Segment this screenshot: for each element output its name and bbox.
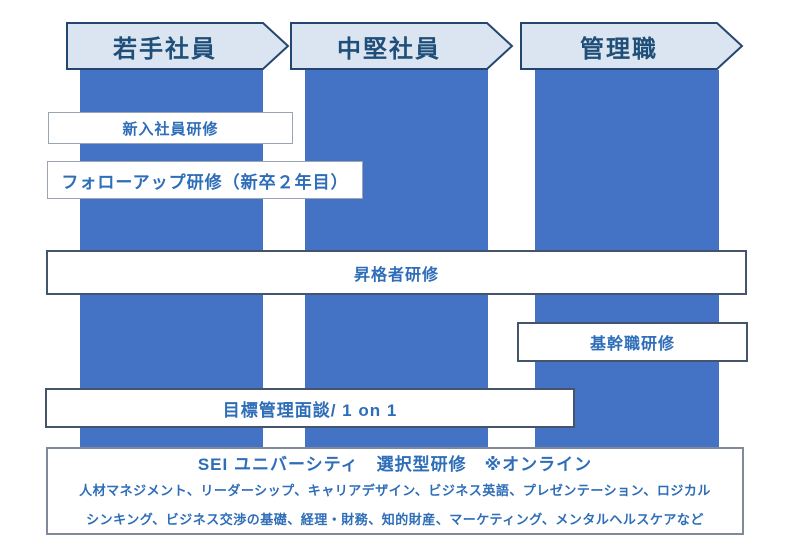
training-label-followup: フォローアップ研修（新卒２年目）	[61, 172, 349, 192]
training-box-goal-interview: 目標管理面談/ 1 on 1	[45, 388, 575, 428]
sei-university-box: SEI ユニバーシティ 選択型研修 ※オンライン 人材マネジメント、リーダーシッ…	[46, 447, 744, 535]
training-box-promotion: 昇格者研修	[46, 250, 747, 295]
training-box-followup: フォローアップ研修（新卒２年目）	[47, 161, 363, 199]
stage-header-chuken: 中堅社員	[290, 22, 514, 70]
stage-header-wakate: 若手社員	[66, 22, 290, 70]
sei-university-course-line-2: シンキング、ビジネス交渉の基礎、経理・財務、知的財産、マーケティング、メンタルヘ…	[86, 511, 704, 527]
training-box-core-position: 基幹職研修	[517, 322, 748, 362]
training-label-goal-interview: 目標管理面談/ 1 on 1	[222, 400, 398, 420]
stage-label-kanri: 管理職	[580, 35, 658, 63]
chevron-arrow-icon	[520, 22, 744, 70]
sei-university-title: SEI ユニバーシティ 選択型研修 ※オンライン	[197, 455, 593, 475]
chevron-arrow-icon	[290, 22, 514, 70]
training-label-promotion: 昇格者研修	[353, 266, 439, 284]
sei-university-course-line-1: 人材マネジメント、リーダーシップ、キャリアデザイン、ビジネス英語、プレゼンテーシ…	[79, 483, 711, 499]
stage-label-chuken: 中堅社員	[337, 35, 441, 63]
chevron-arrow-icon	[66, 22, 290, 70]
stage-header-kanri: 管理職	[520, 22, 744, 70]
stage-label-wakate: 若手社員	[113, 35, 217, 63]
training-label-new-employee: 新入社員研修	[122, 120, 219, 138]
training-label-core-position: 基幹職研修	[589, 336, 675, 353]
training-box-new-employee: 新入社員研修	[48, 112, 293, 144]
